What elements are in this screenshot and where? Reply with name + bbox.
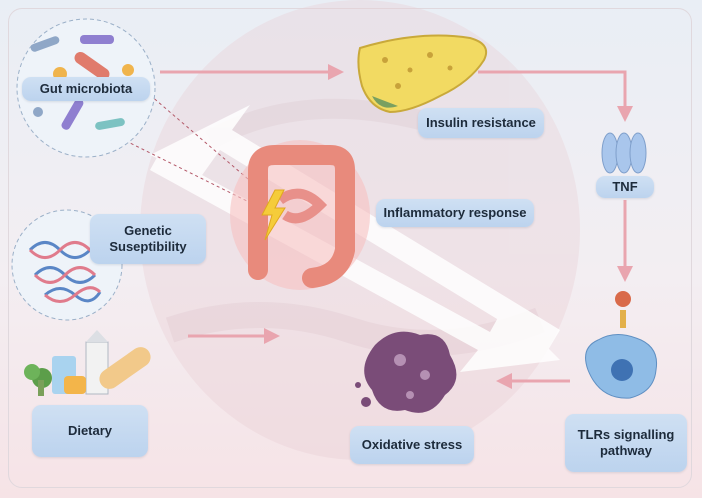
oxidative-particle-icon (355, 331, 457, 413)
label-tnf: TNF (596, 176, 654, 198)
label-inflammatory-response: Inflammatory response (376, 199, 534, 227)
flow-arrows (160, 70, 627, 383)
colon-icon (230, 140, 370, 290)
label-oxidative-stress: Oxidative stress (350, 426, 474, 464)
dashed-connectors (119, 94, 256, 206)
tlr-cell-icon (585, 291, 658, 399)
food-icon (24, 330, 151, 396)
label-genetic-susceptibility: Genetic Suseptibility (90, 214, 206, 264)
label-dietary: Dietary (32, 405, 148, 457)
arrow-heads (264, 64, 633, 389)
tnf-trimer-icon (601, 132, 647, 174)
label-tlrs-signalling: TLRs signalling pathway (565, 414, 687, 472)
label-gut-microbiota: Gut microbiota (22, 77, 150, 101)
label-insulin-resistance: Insulin resistance (418, 108, 544, 138)
liver-icon (357, 34, 488, 114)
arrow-liver-to-tnf (478, 70, 627, 108)
diagram-frame (8, 8, 692, 488)
lightning-icon (261, 189, 286, 241)
